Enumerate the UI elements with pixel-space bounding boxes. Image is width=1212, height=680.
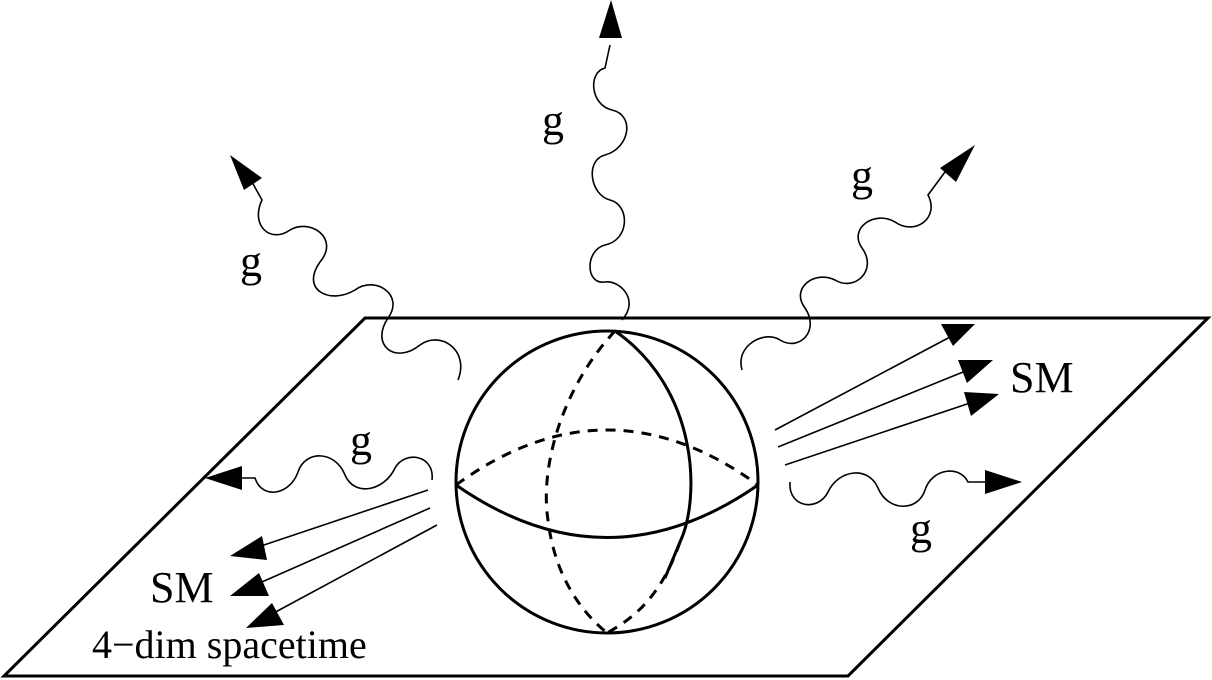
arrowhead-sm-left-3 bbox=[246, 603, 284, 628]
black-hole-sphere bbox=[454, 329, 760, 635]
sm-arrow-right-1 bbox=[774, 336, 951, 431]
graviton-label-left: g bbox=[350, 416, 372, 465]
arrowhead-sm-left-1 bbox=[230, 536, 267, 560]
graviton-emissions bbox=[205, 0, 1022, 507]
graviton-line-upper-right bbox=[740, 171, 946, 371]
graviton-label-upper-left: g bbox=[240, 237, 262, 286]
graviton-line-right bbox=[789, 470, 985, 507]
arrowhead-sm-left-2 bbox=[230, 573, 269, 596]
sphere-equator-back bbox=[455, 428, 759, 487]
graviton-label-upper-right: g bbox=[851, 151, 873, 200]
sphere-meridian-front bbox=[614, 329, 693, 579]
sm-arrow-left-3 bbox=[269, 524, 438, 616]
sphere-outline bbox=[454, 329, 760, 635]
sphere-equator-front bbox=[455, 483, 759, 539]
arrowhead-right bbox=[985, 470, 1022, 494]
arrowhead-sm-right-1 bbox=[941, 324, 975, 346]
sphere-meridian-back bbox=[544, 329, 617, 635]
graviton-label-right: g bbox=[910, 504, 932, 553]
sm-label-left: SM bbox=[150, 563, 214, 612]
sm-arrow-left-1 bbox=[254, 489, 429, 549]
graviton-line-top bbox=[589, 44, 630, 321]
brane-label: 4−dim spacetime bbox=[92, 622, 367, 667]
arrowhead-top bbox=[599, 0, 622, 38]
sm-arrows-right bbox=[774, 324, 999, 466]
arrowhead-left bbox=[205, 466, 242, 490]
graviton-label-top: g bbox=[542, 96, 564, 145]
arrowhead-sm-right-2 bbox=[958, 360, 993, 383]
brane-plane bbox=[0, 316, 1212, 678]
sm-label-right: SM bbox=[1010, 353, 1074, 402]
sm-arrow-right-2 bbox=[777, 369, 969, 448]
arrowhead-sm-right-3 bbox=[964, 392, 999, 416]
arrowhead-upper-right bbox=[940, 145, 975, 182]
arrowhead-upper-left bbox=[230, 155, 262, 190]
graviton-line-left bbox=[240, 455, 433, 493]
sm-arrows-left bbox=[230, 489, 438, 628]
sm-arrow-right-3 bbox=[784, 401, 974, 466]
sphere-meridian-front-lower bbox=[606, 541, 682, 635]
graviton-line-upper-left bbox=[251, 181, 462, 381]
sm-arrow-left-2 bbox=[254, 507, 431, 586]
